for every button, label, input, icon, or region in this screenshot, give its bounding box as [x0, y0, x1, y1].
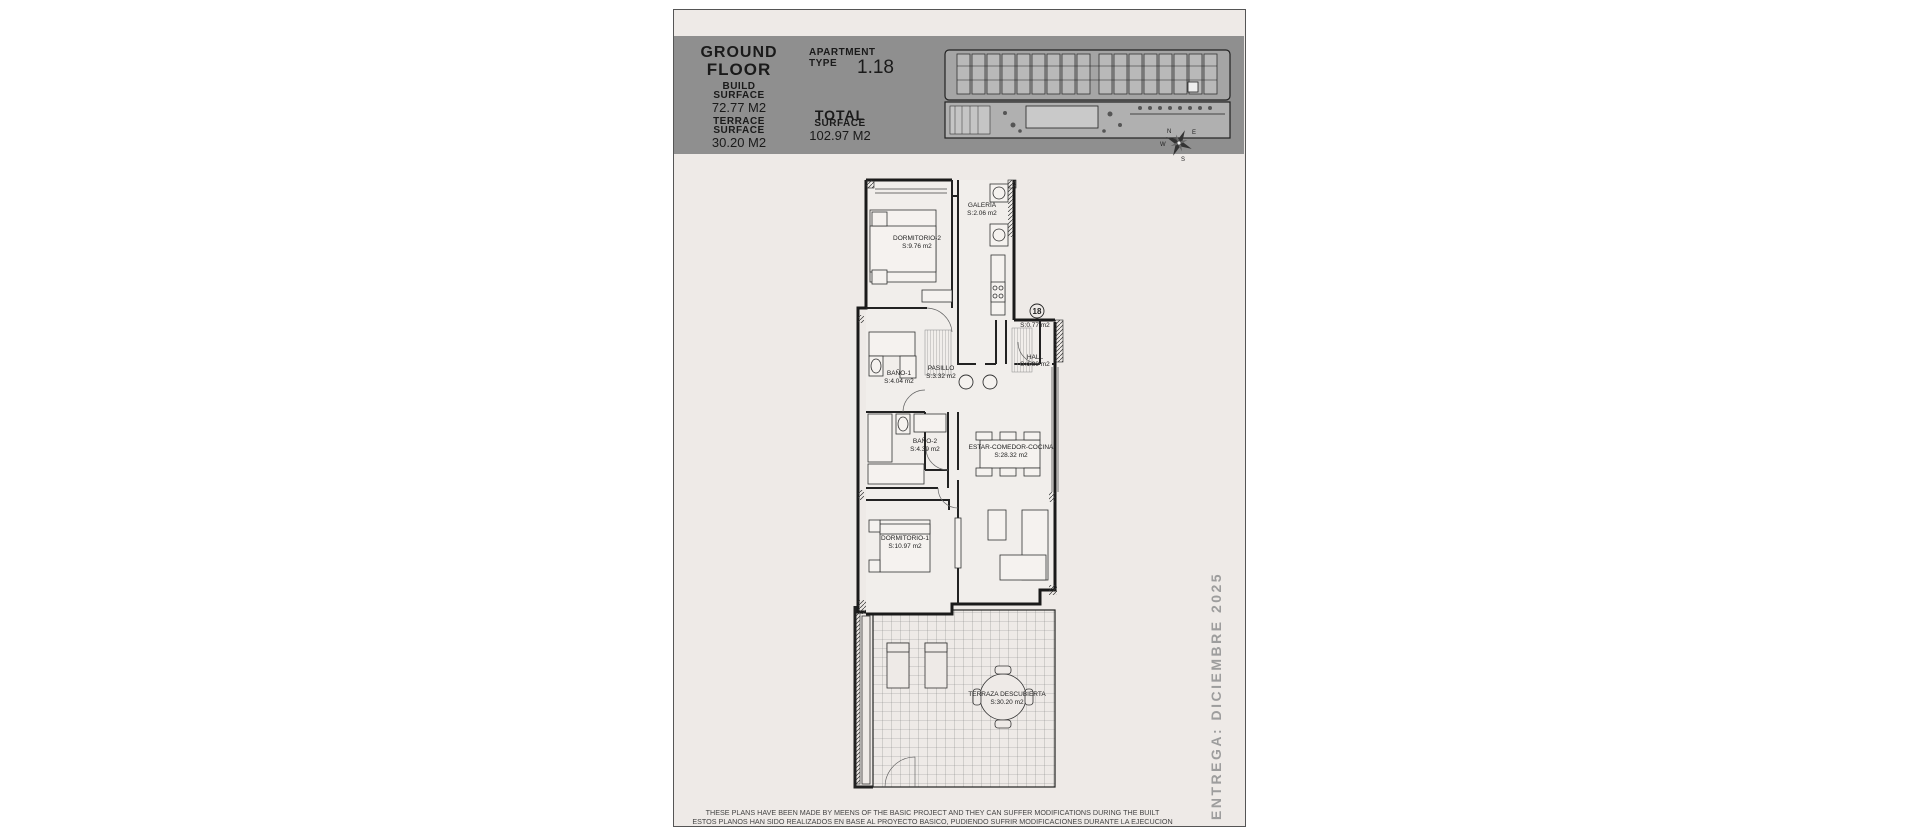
floor-line1: GROUND	[700, 44, 778, 61]
total-surface-line2: SURFACE	[814, 118, 866, 129]
room-name-dormitorio-1: DORMITORIO-1	[881, 535, 929, 542]
compass-west-label: W	[1160, 142, 1166, 148]
room-name-dormitorio-2: DORMITORIO-2	[893, 235, 941, 242]
room-name-estar: ESTAR-COMEDOR-COCINA	[969, 444, 1054, 451]
terrace-surface-line1: TERRACE	[713, 116, 765, 127]
terrace	[853, 606, 1056, 789]
build-surface-value: 72.77 m2	[711, 100, 767, 115]
compass-east-label: E	[1192, 130, 1196, 136]
apartment-interior: 18	[856, 178, 1064, 616]
compass-north-label: N	[1167, 129, 1171, 135]
total-surface-line1: TOTAL	[814, 107, 866, 123]
build-surface-line2: SURFACE	[713, 90, 765, 101]
room-area-galeria: S:2.06 m2	[967, 210, 997, 217]
room-area-dormitorio-1: S:10.97 m2	[888, 543, 922, 550]
apartment-type-line1: APARTMENT	[809, 47, 876, 58]
room-area-bano-1: S:4.04 m2	[884, 378, 914, 385]
room-name-terraza: TERRAZA DESCUBIERTA	[968, 691, 1046, 698]
room-name-pasillo: PASILLO	[928, 365, 955, 372]
room-name-galeria: GALERIA	[968, 202, 997, 209]
room-area-terraza: S:30.20 m2	[990, 699, 1024, 706]
build-surface-line1: BUILD	[722, 81, 756, 92]
room-area-pasillo: S:3.32 m2	[926, 373, 956, 380]
room-area-hall: S:1.89 m2	[1020, 361, 1050, 368]
room-name-bano-2: BAÑO-2	[913, 436, 938, 445]
unit-number: 18	[1033, 307, 1042, 316]
apartment-type-line2: TYPE	[809, 58, 838, 69]
room-area-estar: S:28.32 m2	[994, 452, 1028, 459]
disclaimer: THESE PLANS HAVE BEEN MADE BY MEENS OF T…	[680, 808, 1185, 826]
unit-number-badge	[1029, 303, 1045, 319]
disclaimer-line1: THESE PLANS HAVE BEEN MADE BY MEENS OF T…	[705, 808, 1160, 817]
disclaimer-line2: ESTOS PLANOS HAN SIDO REALIZADOS EN BASE…	[692, 817, 1173, 826]
room-area-dormitorio-2: S:9.76 m2	[902, 243, 932, 250]
room-area-bano-2: S:4.39 m2	[910, 446, 940, 453]
terrace-surface-value: 30.20 m2	[711, 135, 767, 150]
floor-line2: FLOOR	[706, 60, 772, 79]
room-name-hall: HALL	[1027, 354, 1044, 361]
room-area-entry: S:0.77 m2	[1020, 322, 1050, 329]
compass-south-label: S	[1181, 157, 1185, 163]
site-plan-thumbnail	[944, 49, 1231, 139]
compass-rose-icon	[1166, 130, 1192, 156]
room-name-bano-1: BAÑO-1	[887, 368, 912, 377]
delivery-date: ENTREGA: DICIEMBRE 2025	[1208, 571, 1224, 820]
total-surface-value: 102.97 m2	[809, 128, 871, 143]
apartment-type-value: 1.18	[857, 57, 894, 78]
terrace-surface-line2: SURFACE	[713, 125, 765, 136]
